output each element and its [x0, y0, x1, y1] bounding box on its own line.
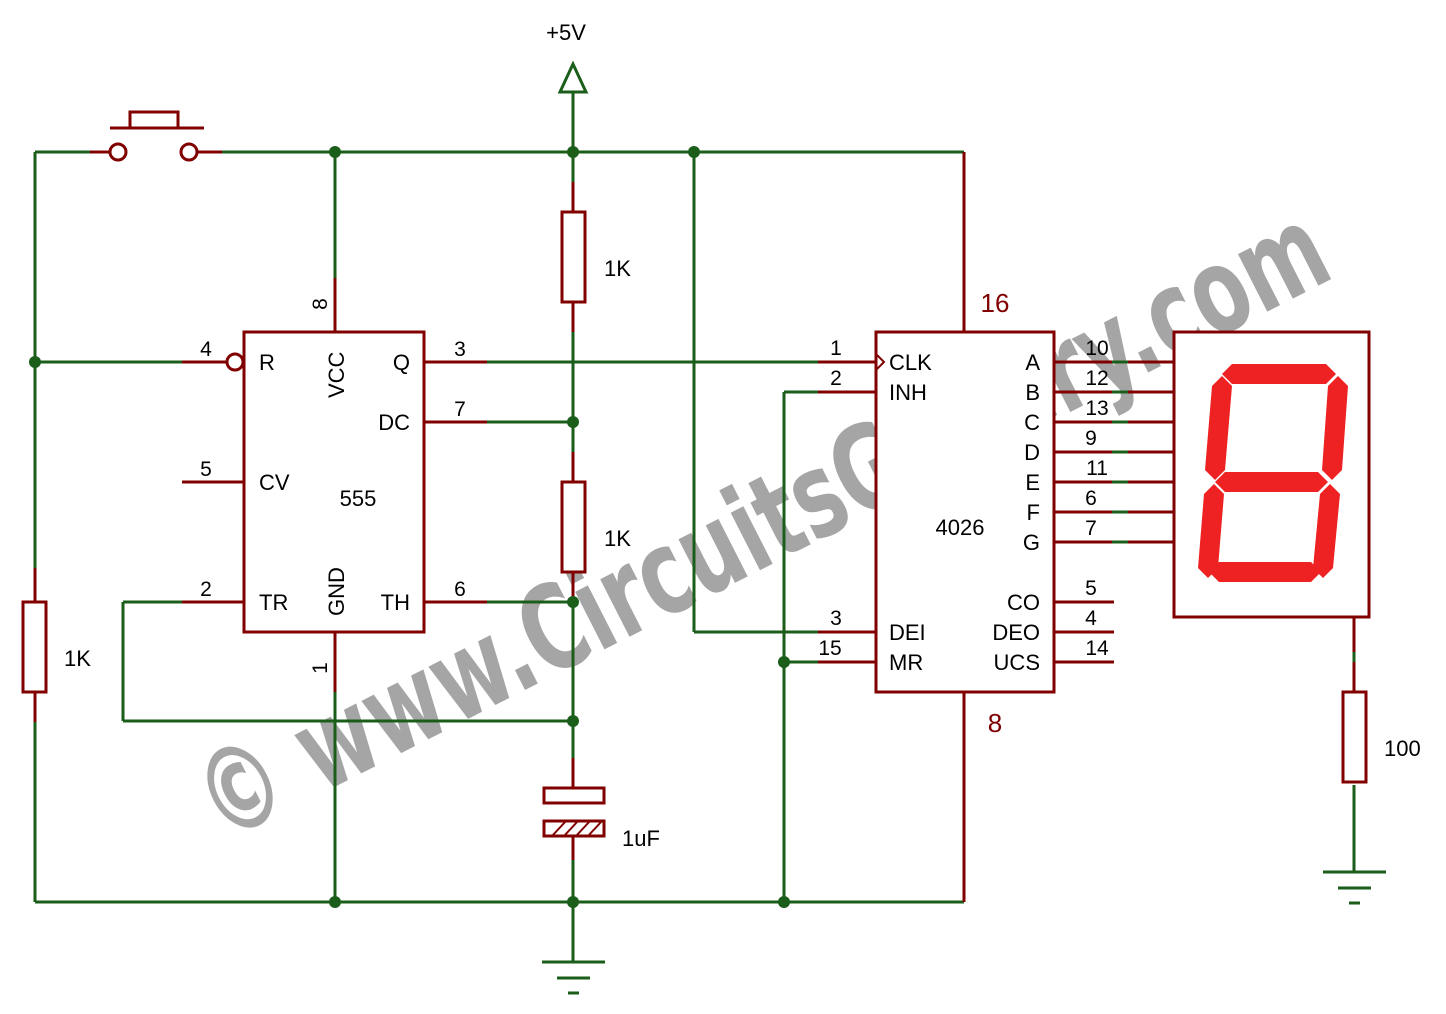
pin-number: 12: [1085, 367, 1108, 390]
pin-label-r: R: [259, 350, 275, 375]
pin-label-e: E: [1025, 470, 1040, 495]
pin-label-cv: CV: [259, 470, 290, 495]
seven-segment-display: [1172, 330, 1371, 619]
pin-label-a: A: [1025, 350, 1040, 375]
pin-number: 11: [1086, 457, 1108, 480]
pin-label-th: TH: [381, 590, 410, 615]
pin-number: 6: [454, 578, 466, 601]
pin-label-f: F: [1027, 500, 1040, 525]
resistor-display-value: 100: [1384, 736, 1421, 761]
pin-number: 14: [1085, 637, 1109, 660]
clock-triangle-icon: [875, 353, 886, 371]
pin-label-co: CO: [1007, 590, 1040, 615]
ic-4026-vss-pin: 8: [988, 708, 1002, 738]
pin-number: 6: [1085, 487, 1097, 510]
resistor-mid-value: 1K: [604, 526, 631, 551]
pin-label-g: G: [1023, 530, 1040, 555]
pin-number: 15: [818, 637, 841, 660]
resistor-left: 1K: [21, 600, 91, 694]
pin-label-ucs: UCS: [994, 650, 1040, 675]
component-leads: [33, 150, 1356, 902]
supply-label: +5V: [546, 20, 586, 45]
resistor-display: 100: [1341, 690, 1421, 784]
reset-bubble-icon: [225, 352, 245, 372]
ic-4026: 4026 16 8 CLK INH DEI MR CO DEO UCS A B …: [818, 288, 1109, 738]
pin-number: 7: [1085, 517, 1097, 540]
pin-number: 5: [1085, 577, 1097, 600]
pin-label-mr: MR: [889, 650, 923, 675]
resistor-left-value: 1K: [64, 646, 91, 671]
ic-555-body: [242, 330, 426, 634]
pin-number: 1: [830, 337, 842, 360]
resistor-mid: 1K: [560, 480, 631, 574]
pin-label-c: C: [1024, 410, 1040, 435]
pin-label-vcc: VCC: [324, 351, 349, 398]
pin-number: 10: [1085, 337, 1108, 360]
pin-label-clk: CLK: [889, 350, 932, 375]
pin-number: 5: [200, 458, 212, 481]
pin-number: 2: [200, 578, 212, 601]
pin-number: 3: [830, 607, 842, 630]
resistor-top: 1K: [560, 210, 631, 304]
ground-icon: [542, 960, 605, 995]
ic-555: 555 R Q DC CV TR TH VCC GND 4 5 2 3 7 6 …: [200, 298, 466, 674]
pin-label-b: B: [1025, 380, 1040, 405]
ic-4026-vdd-pin: 16: [981, 288, 1010, 318]
ic-4026-label: 4026: [936, 515, 985, 540]
pin-number: 4: [1085, 607, 1097, 630]
pin-number: 3: [454, 338, 466, 361]
pin-number: 9: [1085, 427, 1097, 450]
pin-label-gnd: GND: [324, 567, 349, 616]
pin-number: 8: [309, 298, 332, 310]
pin-label-d: D: [1024, 440, 1040, 465]
pin-number: 7: [454, 398, 466, 421]
ic-555-label: 555: [340, 486, 377, 511]
digit-8-icon: [1198, 364, 1348, 582]
pin-label-deo: DEO: [992, 620, 1040, 645]
pin-number: 2: [830, 367, 842, 390]
capacitor: 1uF: [542, 786, 660, 851]
pin-label-dei: DEI: [889, 620, 926, 645]
junction-dots: [29, 146, 790, 908]
pin-number: 4: [200, 338, 212, 361]
ic-4026-body: [874, 330, 1056, 694]
pin-number: 13: [1085, 397, 1108, 420]
pin-label-inh: INH: [889, 380, 927, 405]
capacitor-value: 1uF: [622, 826, 660, 851]
ground-icon: [1323, 870, 1386, 905]
push-button-switch: [108, 110, 204, 162]
pin-label-q: Q: [393, 350, 410, 375]
supply-arrow-icon: [557, 60, 589, 94]
resistor-top-value: 1K: [604, 256, 631, 281]
pin-label-dc: DC: [378, 410, 410, 435]
pin-number: 1: [309, 662, 332, 674]
pin-label-tr: TR: [259, 590, 288, 615]
